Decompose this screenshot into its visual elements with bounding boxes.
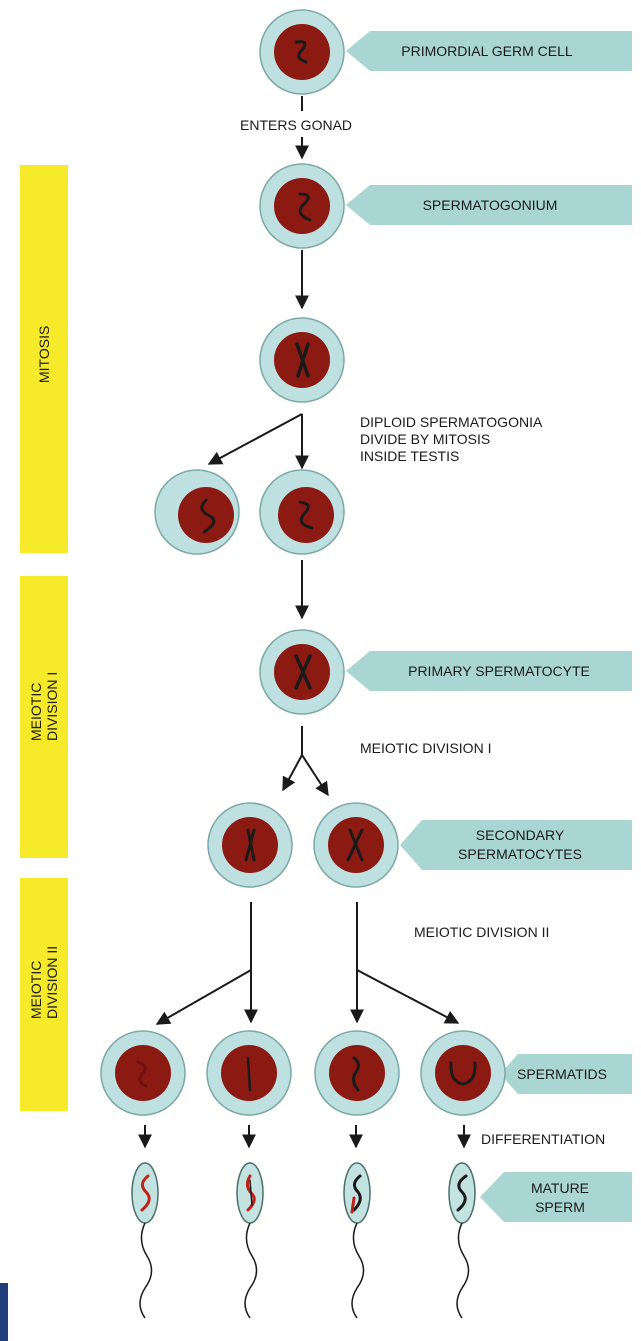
label-mitosis-note: DIPLOID SPERMATOGONIA DIVIDE BY MITOSIS … xyxy=(360,414,542,465)
mature-sperm-3 xyxy=(344,1163,370,1318)
cell-primary-spermatocyte xyxy=(260,630,344,714)
label-secondary-2: SPERMATOCYTES xyxy=(458,846,582,862)
tag-spermatogonium: SPERMATOGONIUM xyxy=(346,185,632,225)
label-mature-1: MATURE xyxy=(531,1180,589,1196)
cell-mitotic-spermatogonium xyxy=(260,318,344,402)
cell-spermatid-3 xyxy=(315,1031,399,1115)
mature-sperm-2 xyxy=(237,1163,263,1318)
cell-spermatogonium xyxy=(260,164,344,248)
label-spermatids: SPERMATIDS xyxy=(517,1066,607,1082)
label-secondary-1: SECONDARY xyxy=(476,827,565,843)
mature-sperm-4 xyxy=(449,1163,475,1318)
tag-mature-sperm: MATURE SPERM xyxy=(480,1172,632,1222)
cell-spermatid-1 xyxy=(101,1031,185,1115)
tag-primary-spermatocyte: PRIMARY SPERMATOCYTE xyxy=(346,651,632,691)
label-mature-2: SPERM xyxy=(535,1199,585,1215)
mitosis-note-line-2: DIVIDE BY MITOSIS xyxy=(360,431,542,448)
tag-secondary-spermatocytes: SECONDARY SPERMATOCYTES xyxy=(400,820,632,870)
mitosis-note-line-1: DIPLOID SPERMATOGONIA xyxy=(360,414,542,431)
cell-secondary-spermatocyte-1 xyxy=(208,803,292,887)
cell-spermatid-2 xyxy=(207,1031,291,1115)
label-meiotic-division-2: MEIOTIC DIVISION II xyxy=(414,924,549,941)
cell-spermatid-4 xyxy=(421,1031,505,1115)
tag-primordial-germ-cell: PRIMORDIAL GERM CELL xyxy=(346,31,632,71)
label-primordial-germ-cell: PRIMORDIAL GERM CELL xyxy=(401,43,573,59)
cell-spermatogonium-daughter-1 xyxy=(155,470,239,554)
label-primary-spermatocyte: PRIMARY SPERMATOCYTE xyxy=(408,663,590,679)
label-differentiation: DIFFERENTIATION xyxy=(481,1131,605,1148)
label-meiotic-division-1: MEIOTIC DIVISION I xyxy=(360,740,491,757)
label-enters-gonad: ENTERS GONAD xyxy=(240,117,352,134)
cell-spermatogonium-daughter-2 xyxy=(260,470,344,554)
mitosis-note-line-3: INSIDE TESTIS xyxy=(360,448,542,465)
tag-spermatids: SPERMATIDS xyxy=(500,1054,632,1094)
cell-secondary-spermatocyte-2 xyxy=(314,803,398,887)
mature-sperm-1 xyxy=(132,1163,158,1318)
cell-primordial-germ-cell xyxy=(260,10,344,94)
arrows xyxy=(145,96,464,1147)
label-spermatogonium: SPERMATOGONIUM xyxy=(423,197,558,213)
